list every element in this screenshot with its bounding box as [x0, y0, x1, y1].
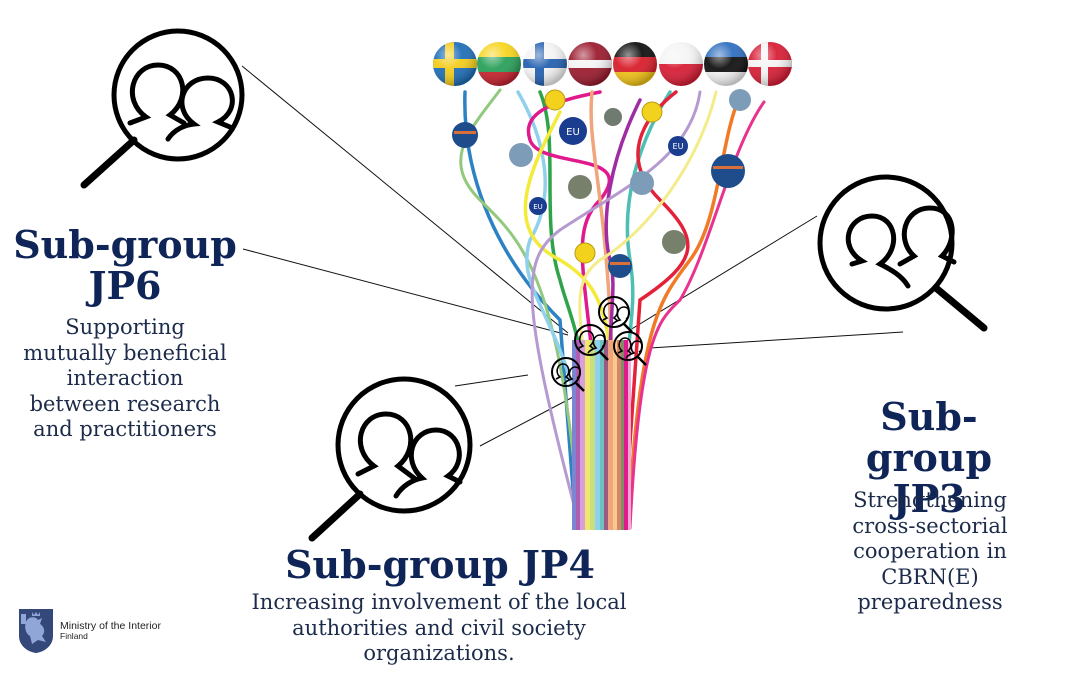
photo-badge — [568, 175, 592, 199]
jp6-description: Supporting mutually beneficial interacti… — [8, 315, 242, 443]
stem-bundle — [572, 340, 631, 530]
ministry-name: Ministry of the Interior — [60, 620, 161, 633]
coat-of-arms-icon — [19, 609, 53, 653]
people-search-icon — [80, 28, 245, 189]
description-line: cooperation in — [853, 539, 1007, 564]
stream-orange — [626, 94, 742, 530]
description-line: mutually beneficial — [23, 340, 227, 365]
project-badge — [608, 254, 632, 278]
svg-text:EU: EU — [673, 142, 684, 151]
flag-shine — [433, 42, 792, 86]
eu-badge: EU — [559, 117, 587, 145]
jp6-title-line: JP6 — [88, 263, 162, 309]
project-badge — [452, 122, 478, 148]
project-badge — [711, 154, 745, 188]
photo-badge — [630, 171, 654, 195]
people-search-icon — [308, 376, 473, 542]
jp3-title-line: JP3 — [892, 476, 966, 522]
photo-badge — [604, 108, 622, 126]
ministry-country: Finland — [60, 631, 88, 642]
description-line: preparedness — [857, 590, 1003, 615]
description-line: Supporting — [65, 315, 185, 339]
description-line: Increasing involvement of the local — [251, 590, 627, 614]
jp4-description: Increasing involvement of the local auth… — [232, 590, 646, 667]
description-line: between research — [29, 391, 221, 416]
description-line: cross-sectorial — [852, 513, 1008, 538]
svg-text:EU: EU — [566, 127, 580, 138]
jp6-title-line: Sub-group — [13, 222, 237, 267]
ministry-logo: Ministry of the Interior Finland — [18, 608, 161, 654]
connector-jp6-upper — [241, 65, 569, 334]
eu-badge: EU — [529, 197, 547, 215]
people-search-icon — [817, 174, 988, 332]
stream-lavender — [530, 90, 702, 530]
stream-magenta — [526, 90, 611, 530]
stream-red — [622, 90, 690, 530]
jp3-description: Strengthening cross-sectorial cooperatio… — [830, 488, 1030, 616]
description-line: interaction — [66, 366, 184, 391]
description-line: organizations. — [363, 641, 515, 666]
flags-row — [433, 42, 792, 86]
connector-jp4-lower — [479, 395, 576, 447]
badges: EU EU EU — [452, 89, 751, 278]
connector-jp3-upper — [629, 215, 818, 331]
jp3-title-line: Sub-group — [865, 394, 993, 481]
jp6-title: Sub-group JP6 — [10, 224, 240, 306]
coin-badge — [544, 89, 566, 111]
eu-badge: EU — [668, 136, 688, 156]
photo-badge — [729, 89, 751, 111]
description-line: CBRN(E) — [881, 564, 979, 589]
description-line: Strengthening — [853, 488, 1007, 512]
description-line: authorities and civil society — [292, 615, 586, 640]
coin-badge — [574, 242, 596, 264]
description-line: and practitioners — [33, 417, 217, 442]
connector-lines — [241, 65, 904, 447]
svg-text:EU: EU — [533, 203, 543, 211]
coin-badge — [641, 101, 663, 123]
jp3-title: Sub-group JP3 — [818, 396, 1040, 519]
connector-jp3-lower — [649, 331, 904, 349]
people-search-icon-small — [551, 296, 647, 392]
jp4-title: Sub-group JP4 — [285, 542, 595, 587]
photo-badge — [662, 230, 686, 254]
connector-jp4-upper — [454, 374, 529, 387]
photo-badge — [509, 143, 533, 167]
connector-jp6-lower — [242, 248, 569, 336]
